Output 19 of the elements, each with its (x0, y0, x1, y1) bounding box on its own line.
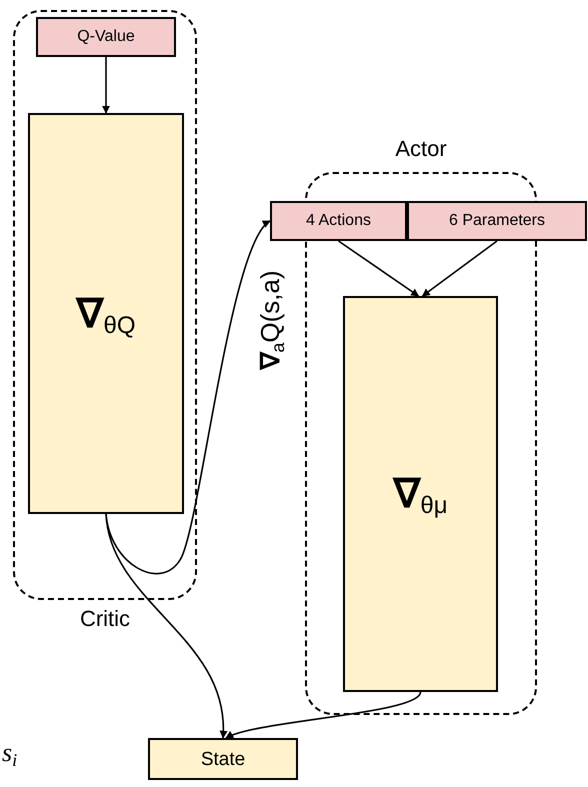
group-label: Critic (80, 608, 130, 630)
process-box (270, 201, 407, 241)
arrow (225, 692, 422, 739)
node-label: State (200, 750, 246, 768)
node-label: 6 Parameters (448, 213, 546, 229)
node-label: Q-Value (77, 29, 135, 45)
process-box (28, 113, 184, 514)
process-box (407, 201, 587, 241)
arrow (338, 240, 420, 297)
process-box (148, 738, 298, 780)
arrow (105, 220, 271, 574)
arrow (422, 240, 498, 297)
arrow (102, 57, 110, 114)
math-symbol: s$_{i}$ (2, 740, 18, 766)
arrow (105, 514, 227, 739)
group-label: Actor (395, 138, 447, 160)
process-box (36, 17, 176, 57)
node-label: 4 Actions (306, 213, 371, 229)
process-box (343, 296, 498, 692)
